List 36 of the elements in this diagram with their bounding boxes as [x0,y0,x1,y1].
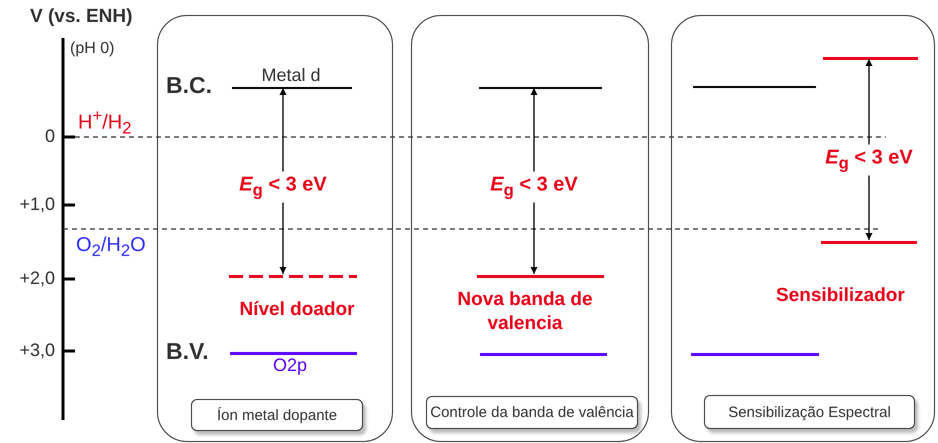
axis-title: V (vs. ENH) [30,6,132,28]
level-label: Sensibilizador [776,285,905,307]
axis-note: (pH 0) [70,40,114,58]
energy-level-line [821,241,917,244]
double-arrow [530,88,538,274]
tick-label: +1,0 [19,194,55,215]
energy-level-line [693,86,816,88]
tick-label: 0 [44,126,55,147]
energy-level-line [823,57,918,60]
caption-box: Controle da banda de valência [426,396,638,429]
band-label: B.V. [166,338,209,365]
edge-label: E$_{g}$ < 3 eV [488,172,580,202]
double-arrow [280,88,286,274]
energy-level-line [691,353,819,356]
caption-box: Íon metal dopante [191,399,363,431]
double-arrow [866,59,872,240]
energy-level-line [232,87,352,89]
energy-level-line [230,352,357,355]
energy-level-line [479,87,602,89]
rounded-panel [671,15,935,442]
tick-label: +3,0 [19,340,55,361]
caption-box: Sensibilização Espectral [704,395,915,429]
level-label: Nova banda de valencia [456,288,594,336]
level-label: Metal d [261,65,321,86]
energy-level-line [477,275,604,278]
level-label: Nível doador [239,299,355,321]
dashed-energy-level [229,275,357,278]
tick-label: +2,0 [19,268,55,289]
energy-level-line [480,353,607,356]
potential-label: O$_{2}$/H$_{2}$O [76,234,146,261]
edge-label: E$_{g}$ < 3 eV [237,172,329,202]
level-label: O2p [273,356,308,374]
rounded-panel [157,15,393,442]
band-label: B.C. [166,72,212,99]
edge-label: E$_{g}$ < 3 eV [823,144,915,176]
potential-label: H$^{+}$/H$_{2}$ [78,106,132,139]
